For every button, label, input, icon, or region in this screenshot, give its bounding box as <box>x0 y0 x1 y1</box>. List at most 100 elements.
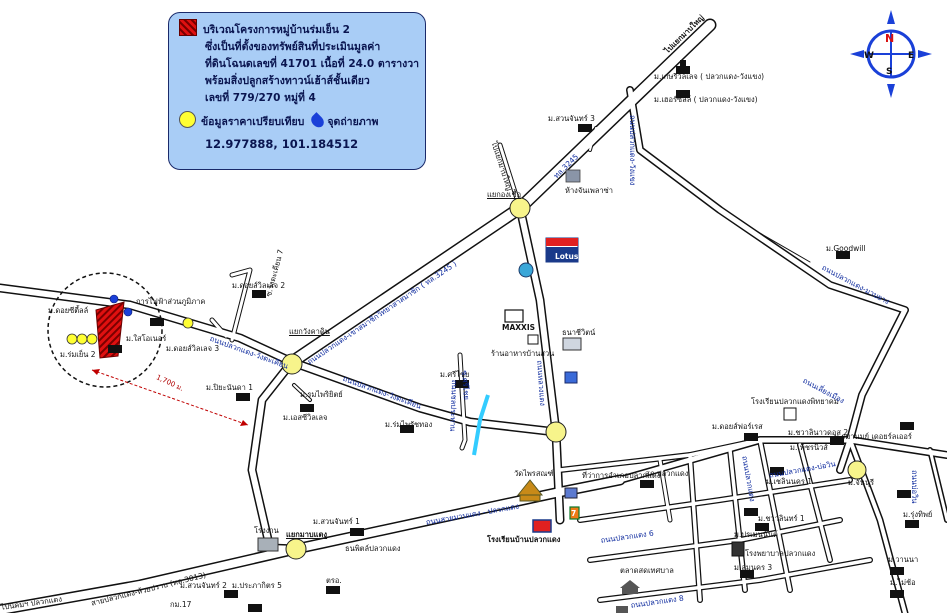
label-chok: ม.ดอยส์วิลเลจ 3 <box>166 344 220 353</box>
lotus-sign <box>545 237 579 263</box>
photo-icon <box>564 371 578 384</box>
house-icons <box>108 60 919 612</box>
photo-points <box>109 294 133 317</box>
school-icon <box>532 519 552 533</box>
legend-coordinates: 12.977888, 101.184512 <box>205 137 359 151</box>
label-village-q: ม.ลมนคร 3 <box>734 563 773 572</box>
label-doi: ม.ดอยซีตี้ลล์ <box>48 306 89 315</box>
label-seven-eleven: 7 <box>571 509 577 518</box>
label-village-y: กม.17 <box>170 600 192 609</box>
label-village-t: ม.รุ่งทิพย์ <box>903 510 933 519</box>
legend-project-row: บริเวณโครงการหมู่บ้านร่มเย็น 2 <box>179 19 419 39</box>
label-bank: ธนาชีวิตน์ <box>562 328 596 337</box>
label-village-g: ม.เอสซีวิลเลจ <box>283 413 328 422</box>
label-market: ตลาดสดเทศบาล <box>620 566 674 575</box>
label-village-v: ม.ไม่ช้อ <box>890 578 916 587</box>
road-label-soi1: ซ.ศรีไชย <box>460 370 472 401</box>
road-bypass <box>626 86 909 474</box>
compare-3 <box>86 333 98 345</box>
label-school2: โรงเรียนปลวกแดงพิทยาคม <box>751 397 839 406</box>
label-gas: การไฟฟ้าส่วนภูมิภาค <box>136 297 206 306</box>
label-maptaphut: แยกมาบแตง <box>286 530 328 539</box>
label-baan-suan3: ม.สวนจันทร์ 3 <box>548 114 595 123</box>
label-village-p: ม.ปรเมนนันต์ <box>734 530 778 539</box>
label-kaset: ม.เกษรีวิลเลจ ( ปลวกแดง-วังแขง) <box>654 72 765 81</box>
subject-swatch <box>179 19 197 36</box>
label-village-s: ม.จันนุรี <box>848 478 875 487</box>
traffic-signals <box>281 197 867 560</box>
legend-box: บริเวณโครงการหมู่บ้านร่มเย็น 2 ซึ่งเป็นท… <box>168 12 426 170</box>
signal-maptaphut <box>285 538 307 560</box>
legend-photo-label: จุดถ่ายภาพ <box>327 116 379 128</box>
signal-kaenchai <box>281 353 303 375</box>
label-baan-suan2: ม.สวนจันทร์ 2 <box>180 581 227 590</box>
compare-1 <box>66 333 78 345</box>
label-village-z: ธนพิตล์ปลวกแดง <box>345 544 401 553</box>
label-lotus: Lotus <box>555 252 579 261</box>
signal-east <box>847 460 867 480</box>
compass-e: E <box>908 51 914 61</box>
label-village-k: ม.ดอยส์ฟอร์เรส <box>712 422 763 431</box>
legend-project-line1: บริเวณโครงการหมู่บ้านร่มเย็น 2 <box>203 24 350 36</box>
temple-icon <box>516 479 544 502</box>
label-village-r: ม.รมานมย์ เดอยร์ลเออร์ <box>834 432 912 441</box>
distance-arrow-a <box>92 369 100 375</box>
label-village-m: ม.เพ็ชรนิวส์ <box>790 443 828 452</box>
label-romyen2: ม.ร่มเย็น 2 <box>60 350 96 359</box>
label-village2: ม.ดอยส์วิลเลจ 2 <box>232 281 286 290</box>
compare-4 <box>182 317 194 329</box>
label-school: โรงเรียนบ้านปลวกแดง <box>487 535 561 544</box>
road-south <box>247 357 301 554</box>
label-police: สภ.ปลวกแดง <box>645 469 689 478</box>
legend-project-line4: พร้อมสิ่งปลูกสร้างทาวน์เฮ้าส์ชั้นเดียว <box>205 75 370 87</box>
restaurant-icon <box>527 334 539 345</box>
label-village-x: ตรอ. <box>326 576 342 585</box>
photo-drop-icon <box>309 112 327 130</box>
label-district-office: ที่ว่าการอำเภอปลวกแดง <box>582 471 661 480</box>
label-baan-suan1: ม.สวนจันทร์ 1 <box>313 517 360 526</box>
compass-s: S <box>886 67 892 77</box>
comparison-points <box>66 317 194 345</box>
police-icon <box>564 487 578 499</box>
bank-icon <box>562 337 582 351</box>
compass-east-pointer <box>918 50 932 58</box>
label-village-i: ม.ร่มไพรัชทอง <box>385 420 433 429</box>
label-restaurant: ร้านอาหารบ้านสวน <box>491 349 555 358</box>
label-temple: วัดไพรสณฑ์ <box>514 469 554 478</box>
photo-2 <box>123 307 133 317</box>
label-maxxis: MAXXIS <box>502 323 536 332</box>
stream <box>472 394 490 456</box>
road-label-right: ถนนบ่อวิน <box>910 470 919 504</box>
compare-2 <box>76 333 88 345</box>
road-label-soi2: ถนนชลประทาน <box>448 379 460 432</box>
label-village-o: ม.ชวาลินทร์ 1 <box>758 514 805 523</box>
compass-west-pointer <box>850 50 864 58</box>
label-factory: โรงงาน <box>254 526 279 535</box>
label-kaenchai: แยกวังคาดิน <box>289 327 330 336</box>
factory-icon <box>257 537 279 552</box>
compass-rose: N S E W <box>850 10 932 98</box>
label-hospital: โรงพยาบาลปลวกแดง <box>745 549 816 558</box>
post-icon <box>616 606 628 613</box>
ptt-icon <box>518 262 534 278</box>
compass-n: N <box>885 32 894 45</box>
subject-area-circle <box>47 272 163 388</box>
label-village-f: ม.ปิยะนันดา 1 <box>206 383 254 392</box>
photo-1 <box>109 294 119 304</box>
label-village-w: ม.ประภากิตร 5 <box>232 581 282 590</box>
label-kaset2: ม.เฮอร์ซิลล์ ( ปลวกแดง-วังแขง) <box>654 95 758 104</box>
legend-project-line2: ซึ่งเป็นที่ตั้งของทรัพย์สินที่ประเมินมูล… <box>205 41 381 53</box>
market-icon <box>620 580 640 594</box>
label-kongkhuea: แยกองเชื้อ <box>487 190 522 199</box>
compass-south-pointer <box>887 84 895 98</box>
road-label-bypass: ถนนปลวกแดง-วังแขง <box>628 115 637 186</box>
subject-parcel <box>95 301 125 359</box>
maxxis-icon <box>504 309 524 323</box>
label-village-j: ม.ศรีไชย <box>440 370 470 379</box>
label-village-n: ม.เชลินนคร 1 <box>766 477 813 486</box>
legend-compare-row: ข้อมูลราคาเปรียบเทียบจุดถ่ายภาพ <box>179 111 419 131</box>
label-goodwill: ม.Goodwill <box>826 244 866 253</box>
label-village-h: ม.รมไพริยิตย์ <box>300 390 343 399</box>
label-village-u: ม.วานนา <box>888 555 919 564</box>
